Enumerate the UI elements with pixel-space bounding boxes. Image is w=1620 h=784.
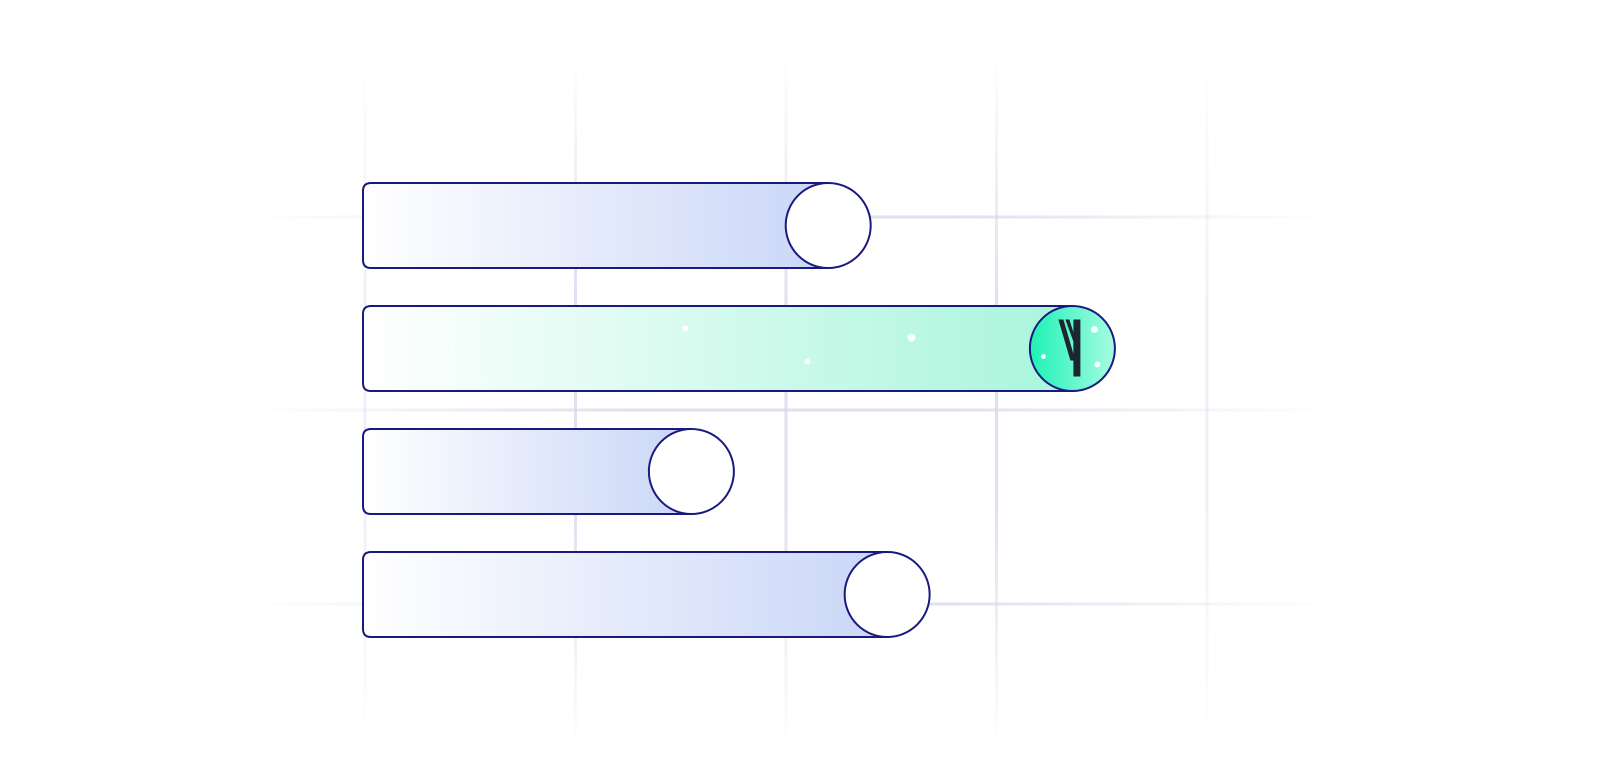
vertical-grid-line — [784, 55, 788, 750]
bar-body — [362, 182, 830, 269]
bar-body — [362, 428, 693, 515]
bar-end-knob — [784, 182, 872, 269]
vertical-grid-line — [1205, 55, 1209, 750]
vertical-grid-line — [995, 55, 998, 750]
bar-end-knob — [647, 428, 735, 515]
horizontal-grid-line — [250, 408, 1330, 412]
bar-end-knob-highlighted — [1028, 305, 1116, 392]
vertical-grid-line — [363, 55, 367, 750]
bar-highlighted — [362, 305, 1116, 392]
bars — [362, 182, 1116, 638]
bar — [362, 182, 872, 269]
bar — [362, 428, 735, 515]
grid-lines — [250, 55, 1330, 750]
sparkle-dots — [450, 325, 1101, 368]
brand-logo-icon — [1058, 319, 1081, 377]
bar-body — [362, 305, 1074, 392]
vertical-grid-line — [574, 55, 577, 750]
bar-end-knob — [843, 551, 931, 638]
bar — [362, 551, 931, 638]
bar-body — [362, 551, 889, 638]
